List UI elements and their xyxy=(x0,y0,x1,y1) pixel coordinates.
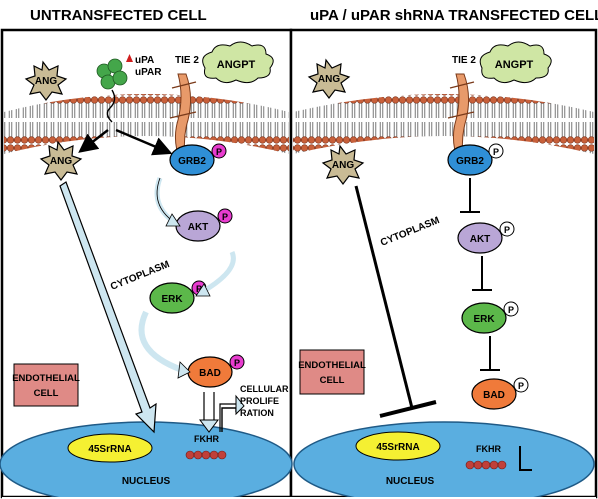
phospho-label: P xyxy=(493,147,499,157)
angpt-label: ANGPT xyxy=(217,59,256,71)
arrow-erk-to-bad xyxy=(138,310,184,373)
cellular-proliferation-label: CELLULAR xyxy=(240,384,289,394)
akt-node-left: AKT P xyxy=(175,208,233,242)
upa-triangle xyxy=(126,54,133,62)
phospho-label: P xyxy=(518,381,524,391)
arrow-bad-to-fkhr xyxy=(203,392,215,422)
ang-star-cyto-left: ANG xyxy=(39,140,83,181)
inhibit-grb2-to-akt xyxy=(460,178,480,213)
ang-label: ANG xyxy=(50,156,72,167)
phospho-label: P xyxy=(196,284,202,294)
endothelial-label: CELL xyxy=(320,375,345,386)
endothelial-cell-box-left xyxy=(13,363,79,407)
endothelial-label: ENDOTHELIAL xyxy=(298,360,366,371)
upar-label: uPAR xyxy=(135,67,162,78)
bad-label: BAD xyxy=(483,390,505,401)
rrna-ellipse-left xyxy=(67,433,153,463)
inhibit-erk-to-bad xyxy=(480,336,500,371)
phospho-label: P xyxy=(216,147,222,157)
phospho-label: P xyxy=(508,305,514,315)
cellular-proliferation-label: PROLIFE xyxy=(240,396,279,406)
phospho-label: P xyxy=(504,225,510,235)
ang-star-top-right: ANG xyxy=(307,58,351,99)
fkhr-beads-right xyxy=(465,460,507,470)
endothelial-label: CELL xyxy=(34,388,59,399)
grb2-label: GRB2 xyxy=(178,156,206,167)
tie2-label: TIE 2 xyxy=(175,55,199,66)
erk-node-left: ERK P xyxy=(149,280,207,314)
rrna-label: 45SrRNA xyxy=(376,442,419,453)
angpt-cloud-right: ANGPT xyxy=(479,41,552,84)
akt-label: AKT xyxy=(188,222,209,233)
right-panel-title: uPA / uPAR shRNA TRANSFECTED CELL xyxy=(310,7,598,24)
erk-label: ERK xyxy=(161,294,183,305)
arrow-upar-to-grb2 xyxy=(115,128,173,156)
angpt-label: ANGPT xyxy=(495,59,534,71)
phospho-label: P xyxy=(222,212,228,222)
upa-label: uPA xyxy=(135,55,154,66)
bad-node-right: BAD P xyxy=(471,377,529,410)
inhibit-akt-to-erk xyxy=(472,256,492,291)
bad-label: BAD xyxy=(199,368,221,379)
fkhr-beads-left xyxy=(185,450,227,460)
ang-label: ANG xyxy=(35,76,57,87)
nucleus-label: NUCLEUS xyxy=(386,476,435,487)
cellular-proliferation-label: RATION xyxy=(240,408,274,418)
nucleus-label: NUCLEUS xyxy=(122,476,171,487)
grb2-node-right: GRB2 P xyxy=(447,143,504,176)
inhibit-ang-to-rrna xyxy=(354,185,414,409)
grb2-label: GRB2 xyxy=(456,156,484,167)
left-panel-title: UNTRANSFECTED CELL xyxy=(30,7,207,24)
akt-label: AKT xyxy=(470,234,491,245)
tie2-label: TIE 2 xyxy=(452,55,476,66)
grb2-node-left: GRB2 P xyxy=(169,143,227,176)
fkhr-label: FKHR xyxy=(194,434,219,444)
ang-star-cyto-right: ANG xyxy=(321,144,365,185)
upar-receptor xyxy=(96,58,128,123)
ang-star-top-left: ANG xyxy=(24,60,68,101)
right-nucleus xyxy=(293,421,595,499)
erk-node-right: ERK P xyxy=(461,301,519,334)
fkhr-label: FKHR xyxy=(476,444,501,454)
akt-node-right: AKT P xyxy=(457,221,515,254)
arrow-akt-to-erk xyxy=(200,250,236,295)
left-membrane xyxy=(4,94,289,154)
left-nucleus xyxy=(0,421,293,499)
inhibit-fkhr xyxy=(519,446,532,471)
bad-node-left: BAD P xyxy=(187,354,245,388)
arrow-ang-to-rrna xyxy=(59,181,157,434)
angpt-cloud-left: ANGPT xyxy=(202,41,274,84)
arrow-upar-to-ang xyxy=(78,129,109,153)
ang-label: ANG xyxy=(318,74,340,85)
endothelial-cell-box-right xyxy=(299,349,365,395)
rrna-label: 45SrRNA xyxy=(88,444,131,455)
right-membrane xyxy=(293,94,594,154)
ang-label: ANG xyxy=(332,160,354,171)
phospho-label: P xyxy=(234,358,240,368)
rrna-ellipse-right xyxy=(355,431,441,461)
endothelial-label: ENDOTHELIAL xyxy=(12,373,80,384)
erk-label: ERK xyxy=(473,314,495,325)
